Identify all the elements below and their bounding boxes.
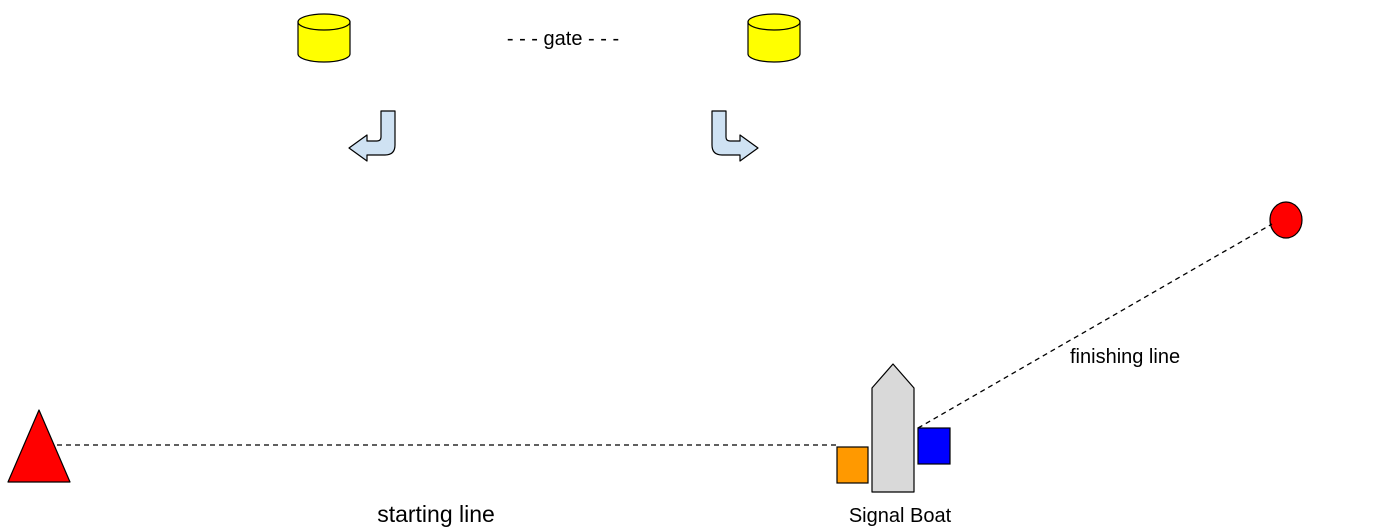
blue-flag xyxy=(917,427,951,465)
rounding-arrow-left-icon xyxy=(348,110,396,162)
signal-boat-label: Signal Boat xyxy=(849,505,952,527)
finishing-line-label: finishing line xyxy=(1070,346,1180,368)
orange-flag xyxy=(836,446,869,484)
gate-buoy-right-body xyxy=(747,21,801,63)
gate-buoy-right xyxy=(747,13,801,63)
gate-buoy-right-top xyxy=(747,13,801,31)
rounding-arrow-right-icon xyxy=(711,110,759,162)
start-pin-buoy xyxy=(7,409,71,483)
gate-buoy-left-top xyxy=(297,13,351,31)
gate-buoy-left xyxy=(297,13,351,63)
finish-pin-buoy xyxy=(1269,201,1303,239)
gate-buoy-left-body xyxy=(297,21,351,63)
signal-boat-hull xyxy=(871,363,915,493)
starting-line-label: starting line xyxy=(377,501,495,527)
gate-label: - - - gate - - - xyxy=(507,28,619,50)
finishing-line xyxy=(917,223,1273,429)
